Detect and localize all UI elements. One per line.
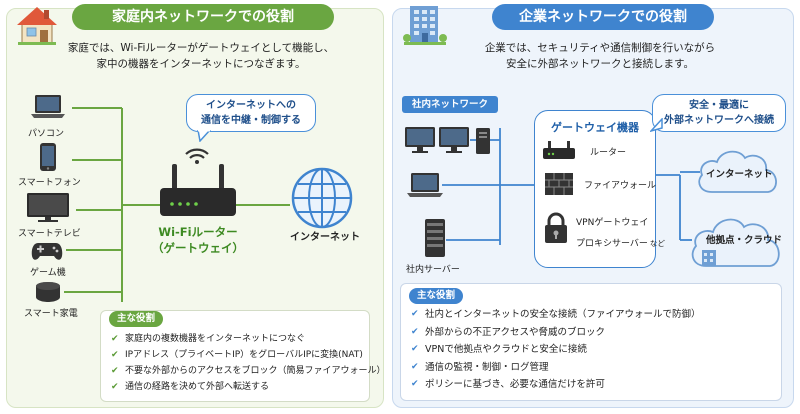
router-label: Wi-Fiルーター （ゲートウェイ）: [140, 224, 256, 256]
home-desc-line1: 家庭では、Wi-Fiルーターがゲートウェイとして機能し、: [67, 42, 335, 54]
home-internet-label: インターネット: [290, 232, 360, 243]
ent-role-item: ポリシーに基づき、必要な通信だけを許可: [411, 376, 701, 394]
wifi-icon: [185, 148, 209, 164]
vpn-label: VPNゲートウェイ: [576, 218, 649, 228]
device-label-game: ゲーム機: [30, 268, 66, 278]
firewall-icon: [545, 173, 573, 195]
ent-role-item: 社内とインターネットの安全な接続（ファイアウォールで防御）: [411, 306, 701, 324]
home-bubble-line1: インターネットへの: [206, 100, 296, 111]
gateway-title: ゲートウェイ機器: [551, 121, 639, 134]
home-roles-list: 家庭内の複数機器をインターネットにつなぐ IPアドレス（プライベートIP）をグロ…: [111, 331, 386, 395]
home-role-item: 不要な外部からのアクセスをブロック（簡易ファイアウォール）: [111, 363, 386, 379]
home-role-item: IPアドレス（プライベートIP）をグローバルIPに変換(NAT): [111, 347, 386, 363]
ent-role-item: VPNで他拠点やクラウドと安全に接続: [411, 341, 701, 359]
gateway-router-label: ルーター: [590, 148, 627, 158]
home-roles-box: 主な役割 家庭内の複数機器をインターネットにつなぐ IPアドレス（プライベートI…: [100, 310, 386, 402]
ent-roles-list: 社内とインターネットの安全な接続（ファイアウォールで防御） 外部からの不正アクセ…: [411, 306, 701, 394]
home-title: 家庭内ネットワークでの役割: [72, 4, 334, 30]
game-controller-icon: [31, 243, 63, 260]
router-label-line2: （ゲートウェイ）: [152, 241, 244, 255]
office-building-icon: [403, 6, 447, 45]
tv-icon: [27, 193, 69, 222]
home-desc-line2: 家中の機器をインターネットにつなぎます。: [96, 58, 306, 70]
lock-icon: [545, 212, 567, 243]
proxy-label-suffix: など: [649, 239, 665, 248]
proxy-label-text: プロキシサーバー: [576, 239, 648, 249]
wifi-router-icon: [160, 164, 236, 216]
home-role-item: 家庭内の複数機器をインターネットにつなぐ: [111, 331, 386, 347]
house-icon: [17, 7, 57, 45]
enterprise-laptop-icon: [407, 173, 443, 197]
ent-bubble-line1: 安全・最適に: [689, 100, 749, 111]
ent-role-item: 外部からの不正アクセスや脅威のブロック: [411, 324, 701, 342]
home-roles-title: 主な役割: [109, 311, 164, 327]
enterprise-gateway-bubble: 安全・最適に 外部ネットワークへ接続: [652, 94, 786, 132]
home-role-item: 通信の経路を決めて外部へ転送する: [111, 379, 386, 395]
device-label-appliance: スマート家電: [24, 309, 78, 319]
branch-cloud-label: 他拠点・クラウド: [706, 235, 783, 246]
home-bubble-line2: 通信を中継・制御する: [201, 115, 301, 126]
router-label-line1: Wi-Fiルーター: [158, 225, 238, 239]
server-icon: [425, 219, 445, 257]
smart-speaker-icon: [36, 282, 60, 302]
ent-internet-label: インターネット: [706, 169, 773, 180]
device-label-pc: パソコン: [28, 129, 65, 139]
ent-desc-line1: 企業では、セキュリティや通信制御を行いながら: [484, 42, 716, 54]
home-description: 家庭では、Wi-Fiルーターがゲートウェイとして機能し、 家中の機器をインターネ…: [36, 40, 366, 72]
enterprise-title: 企業ネットワークでの役割: [492, 4, 714, 30]
desktop-pcs-icon: [405, 127, 490, 154]
device-label-tv: スマートテレビ: [18, 229, 81, 239]
branch-cloud-icon: [691, 218, 780, 267]
smartphone-icon: [40, 143, 56, 171]
enterprise-roles-box: 主な役割 社内とインターネットの安全な接続（ファイアウォールで防御） 外部からの…: [400, 283, 782, 401]
server-label: 社内サーバー: [406, 265, 460, 275]
enterprise-description: 企業では、セキュリティや通信制御を行いながら 安全に外部ネットワークと接続します…: [430, 40, 770, 72]
firewall-label: ファイアウォール: [584, 181, 657, 191]
device-label-phone: スマートフォン: [18, 178, 81, 188]
ent-desc-line2: 安全に外部ネットワークと接続します。: [506, 58, 694, 70]
ent-bubble-line2: 外部ネットワークへ接続: [664, 115, 774, 126]
internet-cloud-icon: [698, 150, 777, 193]
globe-icon: [291, 167, 353, 229]
ent-roles-title: 主な役割: [409, 288, 464, 304]
proxy-label: プロキシサーバーなど: [576, 236, 665, 249]
bubble-tail: [197, 130, 212, 142]
ent-bubble-tail: [650, 118, 663, 132]
laptop-icon: [31, 95, 65, 118]
ent-role-item: 通信の監視・制御・ログ管理: [411, 359, 701, 377]
home-router-bubble: インターネットへの 通信を中継・制御する: [186, 94, 316, 132]
lan-label: 社内ネットワーク: [402, 96, 498, 113]
gateway-router-icon: [543, 141, 575, 159]
